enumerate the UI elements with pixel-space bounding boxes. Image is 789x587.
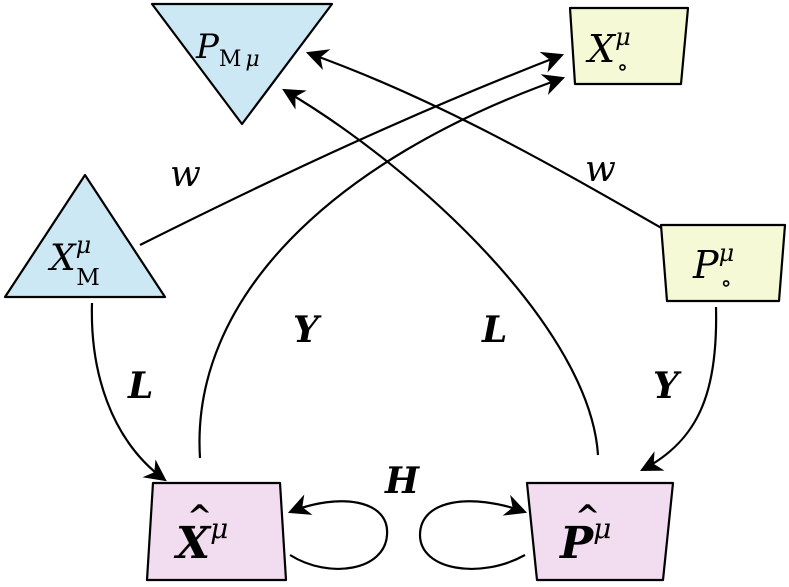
edge-l-phat-to-pm xyxy=(282,88,600,456)
edge-y-po-to-phat xyxy=(640,306,718,472)
node-p-o-mu-label: Pμ∘ xyxy=(692,239,734,297)
edge-label-y-center: Y xyxy=(293,309,322,351)
node-p-hat-mu-shape xyxy=(525,481,675,582)
node-x-hat-mu[interactable]: ^ Xμ xyxy=(145,481,288,582)
edge-y-xhat-to-xo xyxy=(198,74,566,459)
edge-label-h-top: H xyxy=(384,460,420,502)
node-x-m-mu-shape xyxy=(3,173,167,299)
node-p-hat-mu-hat: ^ xyxy=(575,499,600,534)
node-x-o-mu-shape xyxy=(568,6,690,86)
node-x-hat-mu-label: Xμ xyxy=(173,512,228,569)
node-p-m-mu-shape xyxy=(150,2,334,126)
node-x-o-mu[interactable]: Xμ∘ xyxy=(568,6,690,86)
node-p-hat-mu[interactable]: ^ Pμ xyxy=(525,481,675,582)
edge-label-w-left: w xyxy=(170,154,201,195)
edge-w-po-to-pm xyxy=(305,49,666,231)
node-x-hat-mu-shape xyxy=(145,481,288,582)
edge-h-loop-phat xyxy=(418,494,528,570)
edge-w-xm-to-xo xyxy=(139,51,565,246)
node-p-hat-mu-label: Pμ xyxy=(558,512,611,569)
edge-h-loop-xhat xyxy=(287,494,389,570)
node-x-o-mu-label: Xμ∘ xyxy=(585,23,631,81)
edge-label-w-right: w xyxy=(585,149,616,190)
edge-label-l-left: L xyxy=(127,365,153,407)
edge-l-xm-to-xhat xyxy=(90,302,167,482)
node-p-o-mu-shape xyxy=(659,223,787,303)
edge-label-l-center: L xyxy=(481,309,507,351)
node-x-hat-mu-hat: ^ xyxy=(187,499,212,534)
edge-label-y-right: Y xyxy=(653,365,682,407)
node-p-o-mu[interactable]: Pμ∘ xyxy=(659,223,787,303)
